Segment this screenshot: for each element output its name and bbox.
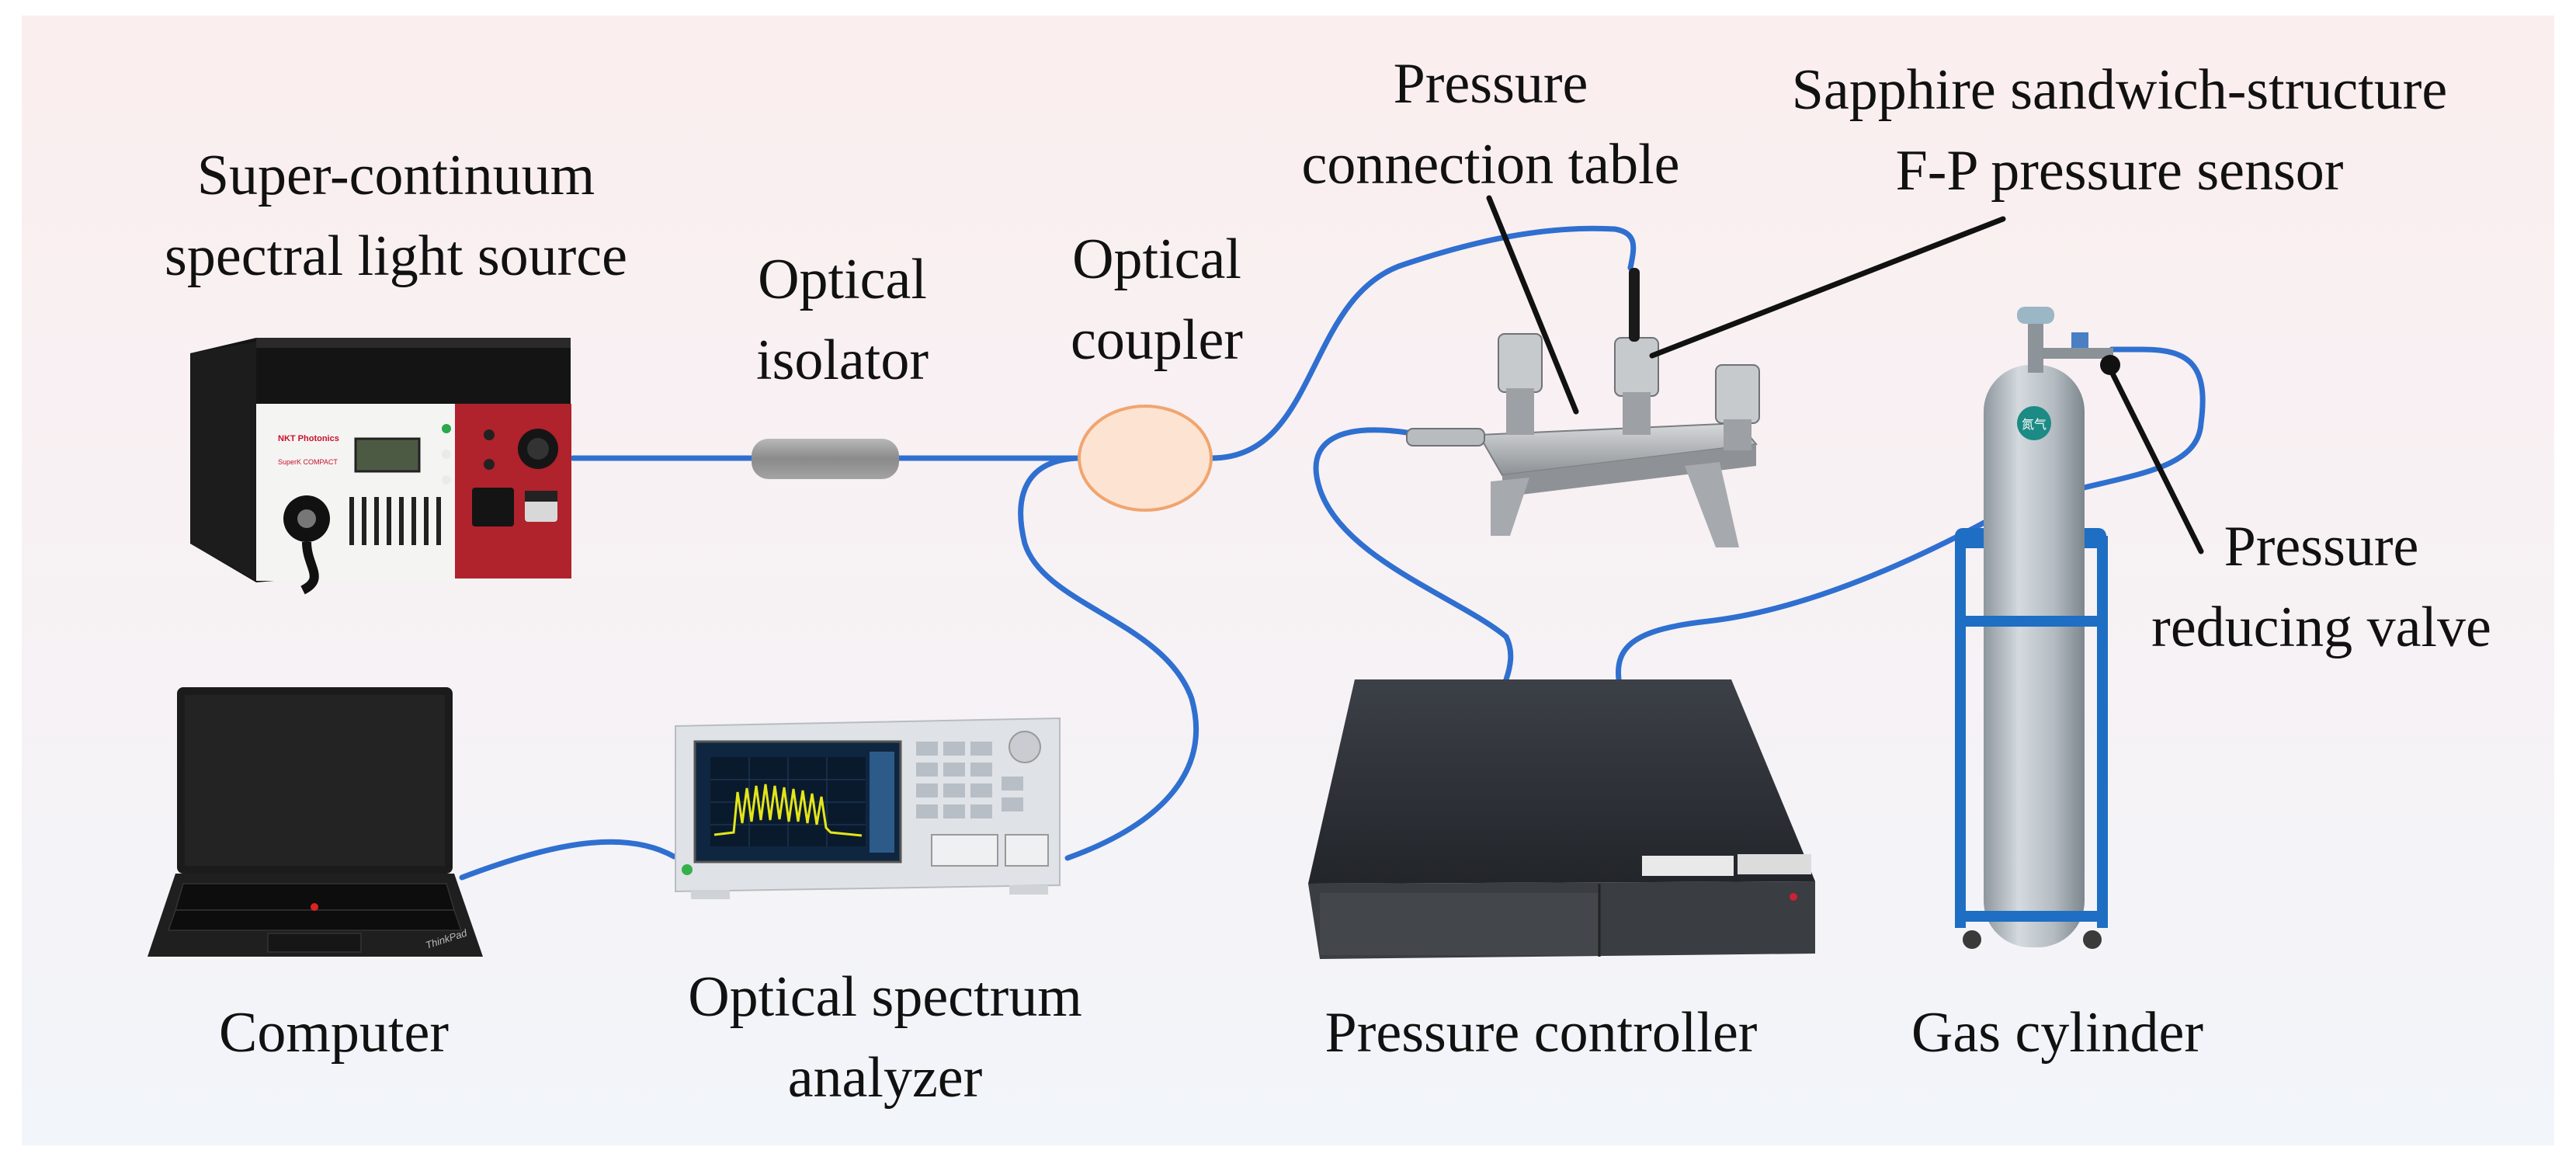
label-computer: Computer <box>219 1001 449 1065</box>
label-isolator-line2: isolator <box>756 328 929 392</box>
cylinder-tag <box>2017 406 2051 440</box>
osa-keypad <box>916 742 1023 818</box>
label-connection-table-line2: connection table <box>1301 133 1680 196</box>
laptop-touchpad <box>267 933 362 953</box>
osa-dial <box>1009 731 1041 763</box>
fp-pressure-sensor <box>1629 268 1640 342</box>
laptop-keyboard <box>167 883 463 931</box>
label-osa-line1: Optical spectrum <box>688 965 1082 1029</box>
label-connection-table-line1: Pressure <box>1393 52 1588 116</box>
label-light-source: Super-continuum spectral light source <box>109 135 683 297</box>
laptop-trackpoint <box>311 903 318 911</box>
label-isolator-line1: Optical <box>758 248 927 311</box>
label-sensor-line2: F-P pressure sensor <box>1895 139 2344 203</box>
label-pressure-controller: Pressure controller <box>1324 1001 1758 1065</box>
cylinder-cart-frame <box>1955 536 2108 928</box>
tube-table-to-controller <box>1313 427 1514 683</box>
light-source-model: SuperK COMPACT <box>278 458 338 466</box>
pressure-reducing-valve <box>2042 348 2113 359</box>
optical-isolator <box>752 439 899 479</box>
light-source-switch <box>472 488 514 526</box>
label-reducing-valve-line2: reducing valve <box>2151 596 2491 659</box>
pressure-controller <box>1308 679 1815 959</box>
cylinder-tag-text: 氮气 <box>2022 417 2047 432</box>
label-osa-line2: analyzer <box>787 1046 983 1110</box>
supercontinuum-light-source: NKT Photonics SuperK COMPACT <box>190 338 571 595</box>
light-source-vent <box>349 497 441 545</box>
leader-connection-table <box>1486 195 1579 415</box>
light-source-display <box>354 437 421 473</box>
optical-spectrum-analyzer <box>675 717 1061 899</box>
controller-label-plate <box>1642 856 1734 876</box>
pressure-connection-table <box>1406 268 1760 547</box>
label-light-source-line1: Super-continuum <box>196 144 595 207</box>
leader-reducing-valve-dot <box>2100 355 2120 375</box>
cable-laptop-to-osa <box>459 839 677 881</box>
label-sensor: Sapphire sandwich-structure F-P pressure… <box>1712 50 2527 211</box>
label-coupler-line2: coupler <box>1071 308 1243 372</box>
label-osa: Optical spectrum analyzer <box>613 957 1157 1118</box>
label-isolator: Optical isolator <box>699 239 986 401</box>
label-gas-cylinder: Gas cylinder <box>1911 1001 2204 1065</box>
label-sensor-line1: Sapphire sandwich-structure <box>1791 58 2448 122</box>
optical-coupler <box>1078 405 1213 512</box>
laptop: ThinkPad <box>148 687 483 957</box>
leader-reducing-valve <box>2107 366 2204 554</box>
label-reducing-valve-line1: Pressure <box>2224 515 2419 579</box>
pressure-fittings <box>1498 333 1760 450</box>
light-source-brand: NKT Photonics <box>278 434 339 443</box>
osa-spectrum-trace <box>713 784 863 837</box>
label-coupler: Optical coupler <box>1009 219 1304 380</box>
gas-cylinder: 氮气 <box>1955 307 2113 949</box>
leader-sensor <box>1649 216 2006 359</box>
label-reducing-valve: Pressure reducing valve <box>2096 506 2546 668</box>
label-connection-table: Pressure connection table <box>1242 43 1739 205</box>
fiber-coupler-to-osa <box>1018 455 1199 861</box>
fiber-coupler-to-sensor <box>1208 225 1637 461</box>
label-coupler-line1: Optical <box>1072 228 1241 291</box>
leader-lines <box>1486 195 2204 554</box>
label-light-source-line2: spectral light source <box>165 224 627 288</box>
